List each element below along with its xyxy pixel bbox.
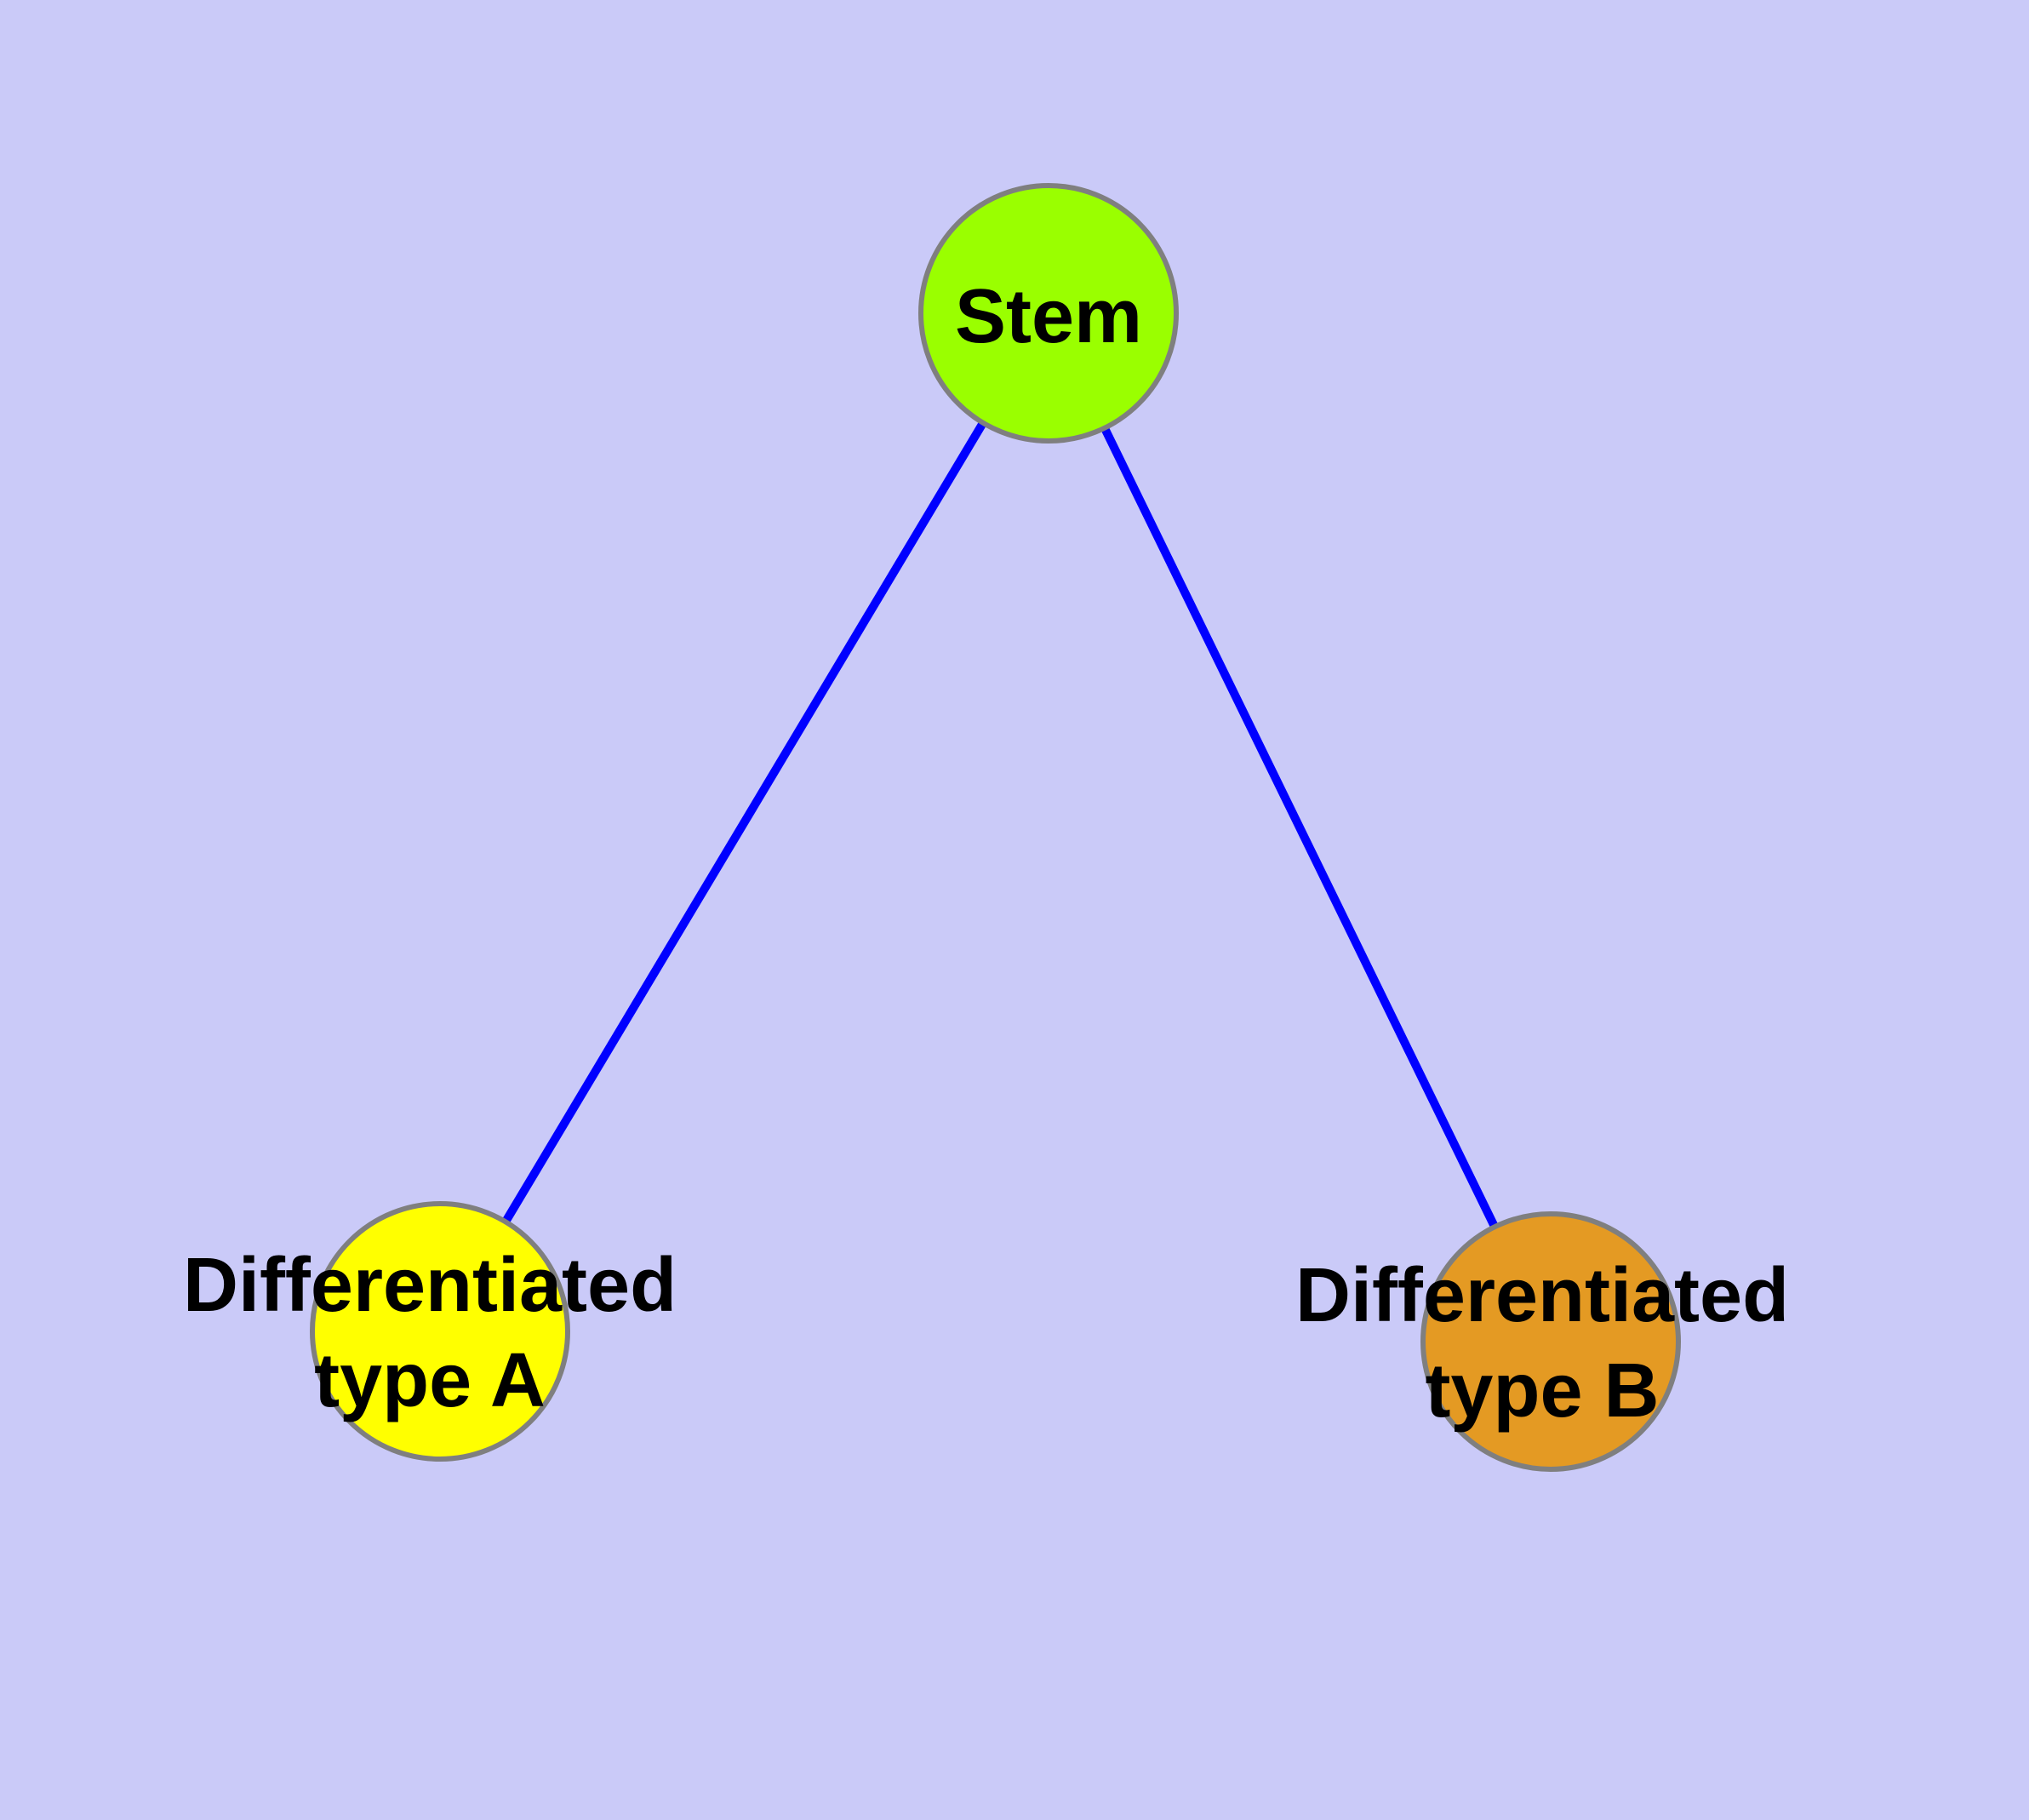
node-differentiated-type-b-label: Differentiated type B <box>1295 1253 1790 1434</box>
edge-stem-to-type-a <box>436 311 1053 1334</box>
node-differentiated-type-a-circle <box>310 1201 570 1462</box>
node-stem-label: Stem <box>954 274 1143 359</box>
node-stem-circle <box>918 183 1179 444</box>
node-differentiated-type-a-label: Differentiated type A <box>182 1243 677 1423</box>
edge-stem-to-type-b <box>1044 311 1555 1344</box>
node-differentiated-type-b-circle <box>1420 1211 1681 1472</box>
